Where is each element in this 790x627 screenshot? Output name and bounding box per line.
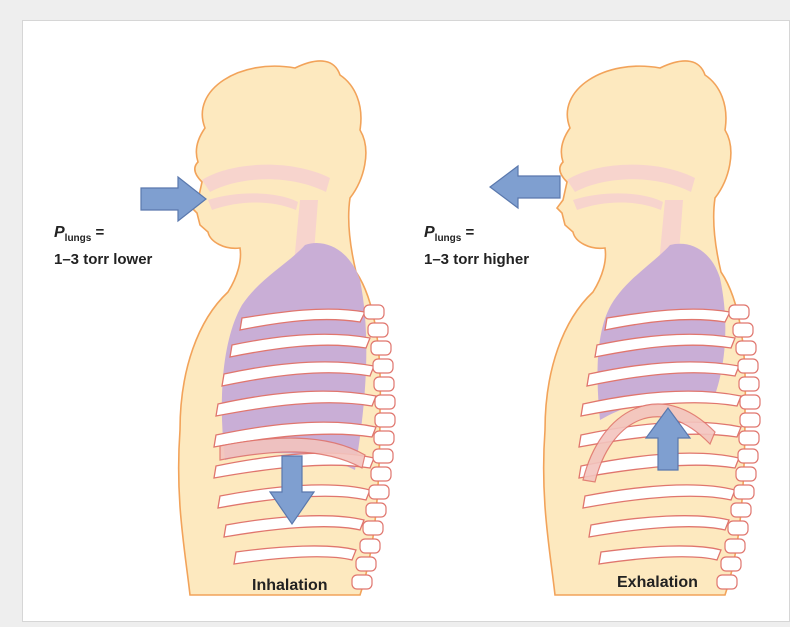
inhalation-pressure-label: Plungs = 1–3 torr lower bbox=[54, 222, 152, 270]
pressure-subscript: lungs bbox=[65, 233, 92, 244]
exhalation-pressure-label: Plungs = 1–3 torr higher bbox=[424, 222, 529, 270]
equals-sign: = bbox=[96, 224, 105, 241]
exhalation-caption: Exhalation bbox=[617, 574, 698, 592]
pressure-symbol: P bbox=[54, 224, 65, 241]
airflow-out-arrow bbox=[490, 166, 560, 208]
pressure-symbol: P bbox=[424, 224, 435, 241]
pressure-value: 1–3 torr lower bbox=[54, 249, 152, 270]
airflow-in-arrow bbox=[141, 177, 206, 221]
equals-sign: = bbox=[466, 224, 475, 241]
pressure-symbol-line: Plungs = bbox=[54, 222, 152, 249]
exhalation-figure bbox=[544, 61, 760, 595]
pressure-symbol-line: Plungs = bbox=[424, 222, 529, 249]
inhalation-caption: Inhalation bbox=[252, 577, 328, 595]
pressure-value: 1–3 torr higher bbox=[424, 249, 529, 270]
pressure-subscript: lungs bbox=[435, 233, 462, 244]
